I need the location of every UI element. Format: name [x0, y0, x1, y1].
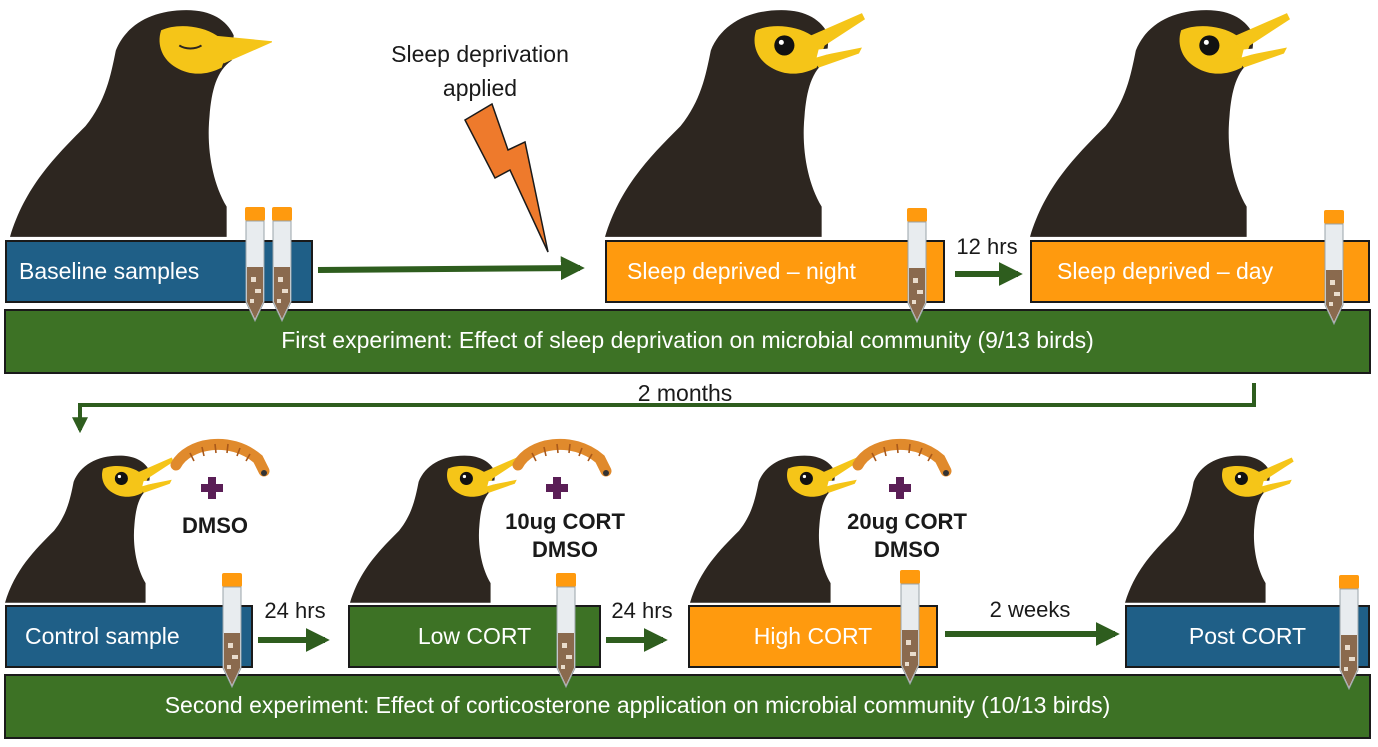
treatment-control: DMSO	[182, 513, 248, 538]
stage-post-cort: Post CORT	[1125, 605, 1370, 668]
interval-label: 24 hrs	[611, 598, 673, 623]
intervention-label: Sleep deprivation applied	[360, 37, 600, 105]
stage-label: Baseline samples	[19, 258, 200, 284]
plus-icon	[546, 477, 568, 499]
stage-label: Sleep deprived – day	[1057, 258, 1274, 284]
stage-label: Low CORT	[417, 623, 532, 649]
sample-tube-icon	[221, 573, 243, 688]
sample-tube-icon	[899, 570, 921, 685]
stage-sleep-night: Sleep deprived – night	[605, 240, 945, 303]
stage-control: Control sample	[5, 605, 253, 668]
interval-label: 12 hrs	[956, 234, 1018, 259]
treatment-high: 20ug CORT DMSO	[827, 508, 987, 564]
intervention-label-line1: Sleep deprivation	[391, 41, 569, 67]
two-months-connector	[72, 383, 1256, 434]
experiment2-banner-text: Second experiment: Effect of corticoster…	[164, 692, 1111, 718]
interval-label: 24 hrs	[264, 598, 326, 623]
stage-sleep-day: Sleep deprived – day	[1030, 240, 1370, 303]
treatment-high-line2: DMSO	[874, 537, 940, 562]
sample-tube-icon	[271, 207, 293, 322]
sample-tube-icon	[1323, 210, 1345, 325]
stage-high-cort: High CORT	[688, 605, 938, 668]
arrow	[317, 256, 585, 281]
experiment2-banner	[4, 674, 1371, 739]
treatment-low: 10ug CORT DMSO	[485, 508, 645, 564]
plus-icon	[889, 477, 911, 499]
experiment1-banner	[4, 309, 1371, 374]
sample-tube-icon	[244, 207, 266, 322]
stage-label: Sleep deprived – night	[627, 258, 856, 284]
experiment1-banner-text: First experiment: Effect of sleep depriv…	[281, 327, 1094, 353]
plus-icon	[201, 477, 223, 499]
transition-label: 2 months	[637, 380, 733, 406]
sample-tube-icon	[555, 573, 577, 688]
sample-tube-icon	[1338, 575, 1360, 690]
interval-label: 2 weeks	[989, 597, 1071, 622]
treatment-high-line1: 20ug CORT	[847, 509, 967, 534]
treatment-low-line1: 10ug CORT	[505, 509, 625, 534]
lightning-bolt-icon	[464, 102, 549, 253]
stage-label: Post CORT	[1188, 623, 1307, 649]
stage-label: High CORT	[753, 623, 873, 649]
treatment-low-line2: DMSO	[532, 537, 598, 562]
intervention-label-line2: applied	[442, 75, 518, 101]
sample-tube-icon	[906, 208, 928, 323]
stage-label: Control sample	[25, 623, 180, 649]
